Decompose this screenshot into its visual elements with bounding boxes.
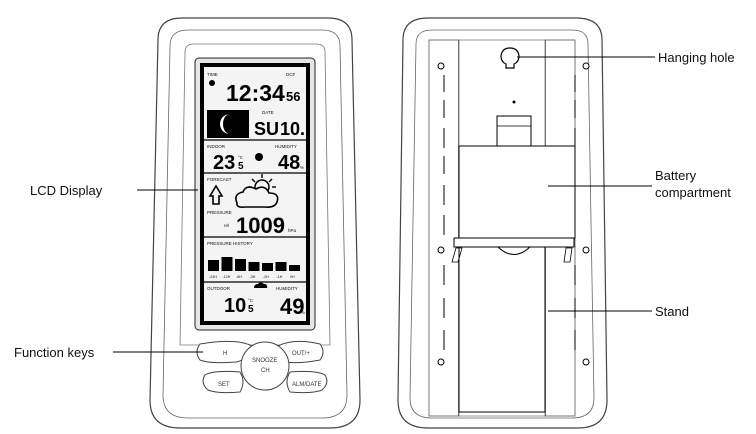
battery-callout-line2: compartment <box>655 185 731 200</box>
stand-callout: Stand <box>655 304 689 319</box>
stand-clip-right <box>563 247 573 263</box>
pressure-label: PRESSURE <box>207 210 232 215</box>
pressure-history-tick: 0H <box>290 275 295 279</box>
pressure-history-bar <box>262 263 273 271</box>
back-view <box>397 17 608 429</box>
pressure-history-chart: -24H -12H -6H -3H -2H -1H 0H <box>208 257 300 279</box>
indoor-humidity-unit: % <box>300 165 304 170</box>
h-key[interactable] <box>196 340 253 364</box>
indoor-temp-decimal: 5 <box>238 161 244 172</box>
outdoor-humidity-label: HUMIDITY <box>276 286 298 291</box>
pressure-history-tick: -24H <box>209 275 217 279</box>
pressure-history-bar <box>235 259 246 271</box>
pressure-history-tick: -3H <box>250 275 256 279</box>
sensor-dot <box>512 100 516 104</box>
function-keys-callout: Function keys <box>14 345 95 360</box>
h-key-label: H <box>223 351 227 357</box>
pressure-history-bar <box>208 260 219 271</box>
indoor-temp: 23 <box>213 152 235 174</box>
stand-hinge <box>453 237 575 248</box>
front-view: TIME DCF 12:34 56 DATE SU 10. INDOOR HUM… <box>149 17 361 429</box>
rel-label: rel <box>224 223 229 228</box>
dcf-label: DCF <box>286 72 295 77</box>
seconds-display: 56 <box>286 89 300 104</box>
sun-cloud-icon <box>235 174 279 208</box>
day-display: SU <box>254 119 279 139</box>
outdoor-signal-icon <box>254 282 268 288</box>
outdoor-temp-unit: °C <box>248 298 254 303</box>
outdoor-label: OUTDOOR <box>207 286 231 291</box>
pressure-history-tick: -2H <box>263 275 269 279</box>
battery-terminal <box>496 115 532 147</box>
pressure-unit: hPa <box>288 228 297 233</box>
set-key-label: SET <box>218 382 230 388</box>
moon-phase-box <box>207 110 249 138</box>
outdoor-humidity: 49 <box>280 294 304 319</box>
function-keys: H OUT/+ SNOOZE CH SET ALM/DATE <box>196 340 328 394</box>
trend-up-arrow-icon <box>208 184 224 205</box>
forecast-label: FORECAST <box>207 177 232 182</box>
outdoor-humidity-unit: % <box>301 310 305 315</box>
set-key[interactable] <box>202 370 244 394</box>
battery-callout-line1: Battery <box>655 168 697 183</box>
hanging-hole-callout: Hanging hole <box>658 50 735 65</box>
callouts: LCD Display Function keys Hanging hole B… <box>14 50 735 360</box>
outdoor-temp: 10 <box>224 295 246 317</box>
stand-notch <box>497 246 531 255</box>
stand <box>458 246 546 413</box>
date-display: 10. <box>280 119 305 139</box>
snooze-ch-key[interactable] <box>240 341 290 391</box>
comfort-icon <box>255 153 263 161</box>
pressure-value: 1009 <box>236 213 285 238</box>
pressure-history-bar <box>248 262 260 271</box>
pressure-history-bar <box>289 265 300 271</box>
alm-date-key[interactable] <box>286 370 328 394</box>
pressure-history-tick: -12H <box>223 275 231 279</box>
outdoor-temp-decimal: 5 <box>248 304 254 315</box>
hanging-hole-icon <box>500 47 520 69</box>
radio-signal-icon <box>209 80 215 86</box>
indoor-humidity: 48 <box>278 152 300 174</box>
snooze-key-label: SNOOZE <box>252 358 277 364</box>
pressure-history-tick: -1H <box>277 275 283 279</box>
out-plus-key-label: OUT/+ <box>292 351 310 357</box>
battery-compartment <box>458 145 576 239</box>
pressure-history-tick: -6H <box>236 275 242 279</box>
ch-key-label: CH <box>261 368 270 374</box>
pressure-history-bar <box>221 257 233 271</box>
lcd-display-callout: LCD Display <box>30 183 103 198</box>
indoor-temp-unit: °C <box>238 155 244 160</box>
pressure-history-bar <box>275 262 287 271</box>
alm-date-key-label: ALM/DATE <box>292 382 322 388</box>
date-label: DATE <box>262 110 274 115</box>
indoor-label: INDOOR <box>207 144 226 149</box>
time-display: 12:34 <box>226 80 285 106</box>
screw-icons <box>437 62 590 366</box>
humidity-label: HUMIDITY <box>275 144 297 149</box>
moon-icon <box>220 114 230 134</box>
time-label: TIME <box>207 72 218 77</box>
pressure-history-label: PRESSURE HISTORY <box>207 241 253 246</box>
